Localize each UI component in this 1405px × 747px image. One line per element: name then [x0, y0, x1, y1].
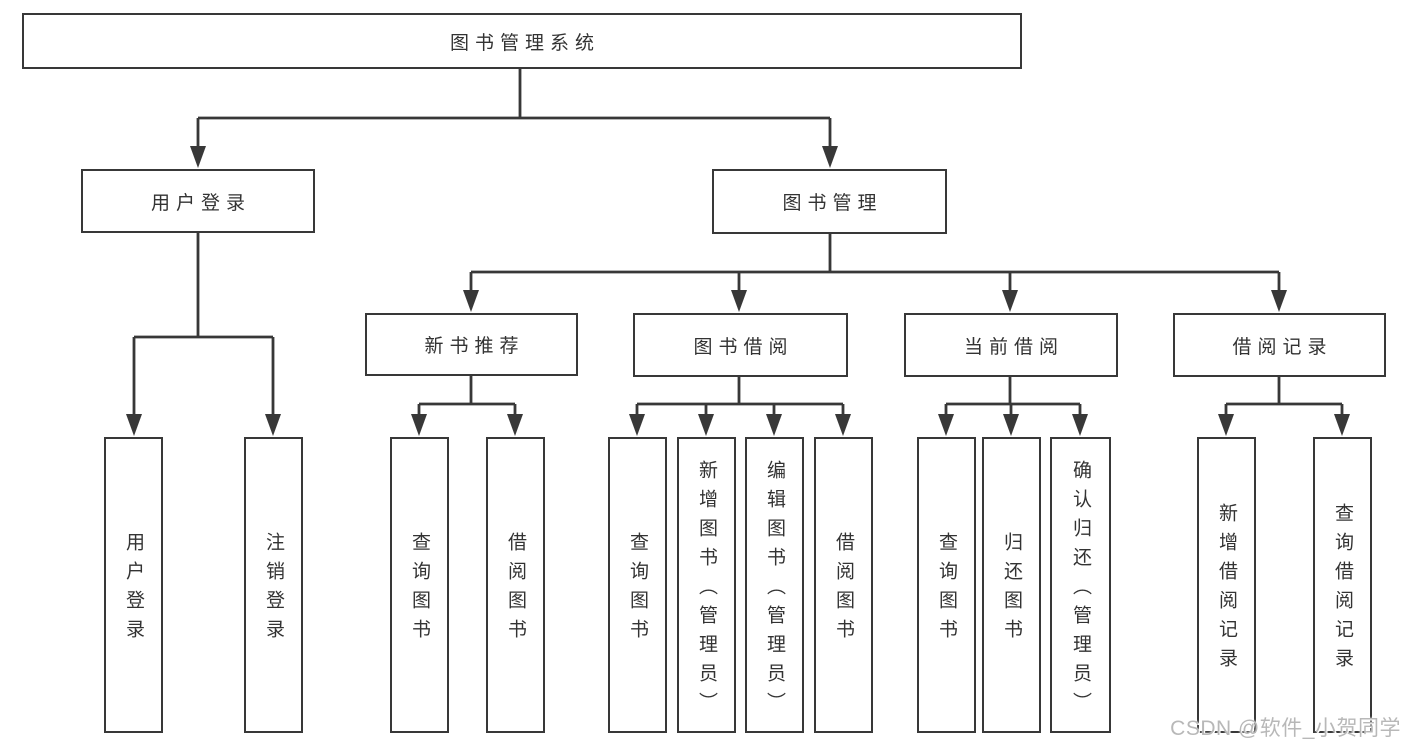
node-library-system: 图书管理系统: [22, 13, 1022, 69]
leaf-confirm-return-admin: 确认归还（管理员）: [1050, 437, 1111, 733]
leaf-user-login-label: 用户登录: [123, 532, 144, 648]
arrowhead: [1271, 290, 1287, 312]
arrowhead: [507, 414, 523, 436]
leaf-add-borrow-record-label: 新增借阅记录: [1216, 503, 1237, 677]
arrowhead: [731, 290, 747, 312]
leaf-return-books: 归还图书: [982, 437, 1041, 733]
leaf-add-borrow-record: 新增借阅记录: [1197, 437, 1256, 733]
arrowhead: [190, 146, 206, 168]
node-new-book-recommend: 新书推荐: [365, 313, 578, 376]
edge-root-to-level2: [196, 69, 832, 152]
node-borrow-records: 借阅记录: [1173, 313, 1386, 377]
node-book-borrow-label: 图书借阅: [693, 336, 794, 358]
arrowhead: [835, 414, 851, 436]
leaf-query-borrow-record-label: 查询借阅记录: [1332, 503, 1353, 677]
node-current-borrow: 当前借阅: [904, 313, 1118, 377]
leaf-confirm-return-admin-label: 确认归还（管理员）: [1070, 459, 1091, 721]
arrowhead: [822, 146, 838, 168]
arrowhead: [463, 290, 479, 312]
arrowhead: [1218, 414, 1234, 436]
leaf-add-books-admin: 新增图书（管理员）: [677, 437, 736, 733]
arrowhead: [766, 414, 782, 436]
edge-current-borrow-to-children: [944, 377, 1082, 420]
arrowhead: [698, 414, 714, 436]
leaf-query-books-current: 查询图书: [917, 437, 976, 733]
arrowhead: [1002, 290, 1018, 312]
leaf-query-borrow-record: 查询借阅记录: [1313, 437, 1372, 733]
leaf-query-books-borrow-label: 查询图书: [627, 532, 648, 648]
node-book-management-label: 图书管理: [782, 193, 883, 214]
arrowhead: [1003, 414, 1019, 436]
arrowhead: [1072, 414, 1088, 436]
leaf-query-books-borrow: 查询图书: [608, 437, 667, 733]
node-book-management: 图书管理: [712, 169, 947, 234]
leaf-query-books-recommend: 查询图书: [390, 437, 449, 733]
leaf-logout: 注销登录: [244, 437, 303, 733]
arrowhead: [938, 414, 954, 436]
leaf-borrow-books-recommend-label: 借阅图书: [505, 532, 526, 648]
leaf-borrow-books: 借阅图书: [814, 437, 873, 733]
leaf-edit-books-admin: 编辑图书（管理员）: [745, 437, 804, 733]
edge-new-book-to-children: [417, 376, 517, 420]
arrowhead: [265, 414, 281, 436]
leaf-borrow-books-recommend: 借阅图书: [486, 437, 545, 733]
edge-book-borrow-to-children: [635, 377, 845, 420]
leaf-query-books-current-label: 查询图书: [936, 532, 957, 648]
edge-book-mgmt-to-sections: [469, 234, 1281, 296]
arrowhead: [411, 414, 427, 436]
node-borrow-records-label: 借阅记录: [1232, 336, 1333, 358]
node-new-book-recommend-label: 新书推荐: [424, 336, 525, 357]
leaf-edit-books-admin-label: 编辑图书（管理员）: [764, 459, 785, 721]
arrowhead: [1334, 414, 1350, 436]
node-user-login-label: 用户登录: [150, 192, 251, 214]
leaf-return-books-label: 归还图书: [1001, 532, 1022, 648]
leaf-borrow-books-label: 借阅图书: [833, 532, 854, 648]
arrowhead: [126, 414, 142, 436]
leaf-query-books-recommend-label: 查询图书: [409, 532, 430, 648]
node-library-system-label: 图书管理系统: [449, 32, 600, 54]
leaf-logout-label: 注销登录: [263, 532, 284, 648]
node-book-borrow: 图书借阅: [633, 313, 848, 377]
csdn-watermark: CSDN @软件_小贺同学: [1170, 717, 1401, 740]
node-current-borrow-label: 当前借阅: [963, 336, 1064, 358]
edge-borrow-records-to-children: [1224, 377, 1344, 420]
node-user-login: 用户登录: [81, 169, 315, 233]
leaf-add-books-admin-label: 新增图书（管理员）: [696, 459, 717, 721]
edge-user-login-to-children: [132, 233, 275, 420]
leaf-user-login: 用户登录: [104, 437, 163, 733]
arrowhead: [629, 414, 645, 436]
